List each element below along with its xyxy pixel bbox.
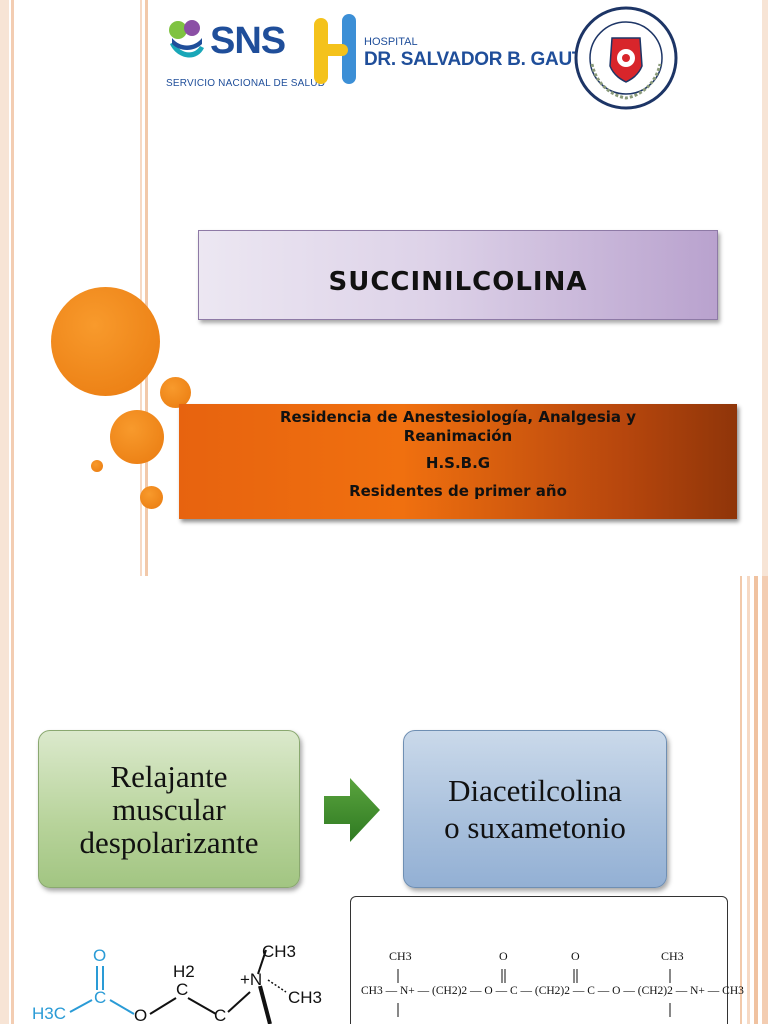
sns-logo-subtitle: SERVICIO NACIONAL DE SALUD xyxy=(166,78,326,89)
left-stripe xyxy=(0,0,9,576)
hospital-label: HOSPITAL xyxy=(364,36,418,48)
title-box: SUCCINILCOLINA xyxy=(198,230,718,320)
left-stripe xyxy=(145,0,148,576)
left-stripe xyxy=(11,0,14,576)
formula-label: O xyxy=(499,949,508,963)
atom-label: C xyxy=(94,988,107,1007)
atom-label: C xyxy=(176,980,189,999)
synonym-line: o suxametonio xyxy=(444,810,626,845)
synonym-box: Diacetilcolina o suxametonio xyxy=(403,730,667,888)
decorative-circle xyxy=(160,377,191,408)
subtitle-line: Reanimación xyxy=(403,427,513,445)
title-slide: SNS SERVICIO NACIONAL DE SALUD HOSPITAL … xyxy=(0,0,768,576)
content-slide: Relajante muscular despolarizante Diacet… xyxy=(0,576,768,1024)
atom-label: H2 xyxy=(173,962,195,981)
atom-label: +N xyxy=(240,970,263,989)
right-stripe xyxy=(762,0,768,576)
left-stripe xyxy=(140,0,142,576)
right-stripe xyxy=(740,576,742,1024)
decorative-circle-small xyxy=(91,460,103,472)
left-stripe xyxy=(11,576,14,1024)
sns-logo-icon xyxy=(169,20,204,58)
subtitle-box: Residencia de Anestesiología, Analgesia … xyxy=(179,404,737,519)
atom-label: CH3 xyxy=(288,988,323,1007)
page-title: SUCCINILCOLINA xyxy=(328,267,588,297)
decorative-circle-large xyxy=(51,287,160,396)
formula-bonds xyxy=(397,969,671,1017)
sns-logo-text: SNS xyxy=(210,20,286,62)
subtitle-line: Residentes de primer año xyxy=(349,482,567,500)
structure-bonds-left xyxy=(69,949,287,1024)
formula-label: CH3 xyxy=(389,949,412,963)
right-stripe xyxy=(747,576,750,1024)
subtitle-line: H.S.B.G xyxy=(425,454,491,472)
formula-main-chain: CH3 — N+ — (CH2)2 — O — C — (CH2)2 — C —… xyxy=(361,985,744,997)
atom-label: CH3 xyxy=(262,942,297,961)
atom-label: O xyxy=(134,1006,148,1024)
hospital-h-logo-icon xyxy=(314,14,356,84)
atom-label: H3C xyxy=(32,1004,67,1023)
atom-label: C xyxy=(214,1006,227,1024)
chemical-structure-left: O C H3C O H2 C C +N CH3 CH3 xyxy=(30,936,340,1024)
decorative-circle xyxy=(140,486,163,509)
formula-label: O xyxy=(571,949,580,963)
definition-line: despolarizante xyxy=(79,824,259,860)
hospital-name: DR. SALVADOR B. GAUTIER xyxy=(364,49,614,70)
definition-line: Relajante xyxy=(110,758,228,794)
left-stripe xyxy=(0,576,9,1024)
right-stripe xyxy=(754,576,758,1024)
formula-label: CH3 xyxy=(661,949,684,963)
right-stripe xyxy=(762,576,768,1024)
chemical-structure-right: CH3 O O CH3 CH3 — N+ — (CH2)2 — O — C — … xyxy=(350,896,744,1024)
subtitle-line: Residencia de Anestesiología, Analgesia … xyxy=(279,408,637,426)
atom-label: O xyxy=(93,946,107,965)
anesthesiology-seal-icon xyxy=(574,6,678,110)
arrow-right-icon xyxy=(324,778,380,842)
synonym-line: Diacetilcolina xyxy=(448,773,622,808)
definition-line: muscular xyxy=(112,791,226,827)
decorative-circle xyxy=(110,410,164,464)
definition-box: Relajante muscular despolarizante xyxy=(38,730,300,888)
header-logos: SNS SERVICIO NACIONAL DE SALUD HOSPITAL … xyxy=(160,6,685,110)
